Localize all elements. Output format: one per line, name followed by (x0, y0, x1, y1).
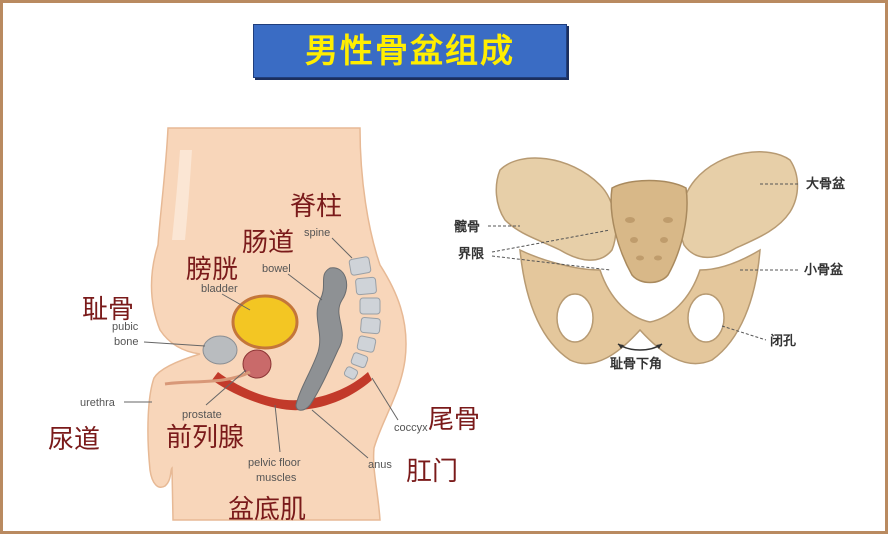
label-greater-pelvis: 大骨盆 (806, 176, 846, 192)
urethra-shape (164, 370, 251, 386)
body-highlight (172, 150, 192, 240)
bowel-shape (295, 267, 348, 411)
label-pelvic-en-1: pelvic floor (248, 457, 301, 469)
label-ilium: 髋骨 (454, 219, 480, 235)
label-bladder-cn: 膀胱 (186, 255, 238, 285)
label-spine-cn: 脊柱 (290, 192, 342, 222)
prostate-shape (242, 349, 272, 379)
label-obturator-foramen: 闭孔 (770, 333, 796, 349)
leader-lines-right (488, 183, 800, 341)
label-prostate-en: prostate (182, 409, 222, 421)
label-prostate-cn: 前列腺 (166, 423, 244, 453)
leader-lines-left (124, 237, 399, 459)
body-section-illustration (147, 127, 407, 521)
left-iliac-wing (495, 157, 617, 261)
left-obturator-foramen (556, 293, 594, 343)
pelvis-bone-illustration (495, 151, 799, 365)
label-pelvic-en-2: muscles (256, 472, 297, 484)
label-urethra-cn: 尿道 (48, 425, 100, 455)
label-urethra-en: urethra (80, 397, 116, 409)
spine-shape (343, 256, 381, 380)
label-pubic-cn: 耻骨 (82, 295, 134, 325)
label-bladder-en: bladder (201, 283, 238, 295)
title-box: 男性骨盆组成 (253, 24, 567, 78)
label-bowel-cn: 肠道 (242, 228, 294, 258)
label-pelvic-cn: 盆底肌 (228, 495, 306, 525)
label-anus-en: anus (368, 459, 392, 471)
label-lesser-pelvis: 小骨盆 (804, 262, 844, 278)
label-linea-terminalis: 界限 (458, 246, 485, 262)
label-pubic-arch: 耻骨下角 (610, 356, 662, 372)
label-bowel-en: bowel (262, 263, 291, 275)
bladder-shape (231, 294, 299, 350)
label-pubic-en-2: bone (114, 336, 138, 348)
label-pubic-en-1: pubic (112, 321, 139, 333)
sacrum (610, 179, 688, 284)
right-obturator-foramen (687, 293, 725, 343)
right-iliac-wing (679, 151, 799, 259)
pelvic-floor-shape (212, 372, 372, 411)
pubic-bone-shape (202, 335, 238, 365)
page-title: 男性骨盆组成 (305, 31, 515, 70)
label-anus-cn: 肛门 (406, 457, 458, 487)
label-spine-en: spine (304, 227, 330, 239)
label-coccyx-en: coccyx (394, 422, 428, 434)
label-coccyx-cn: 尾骨 (428, 405, 480, 435)
